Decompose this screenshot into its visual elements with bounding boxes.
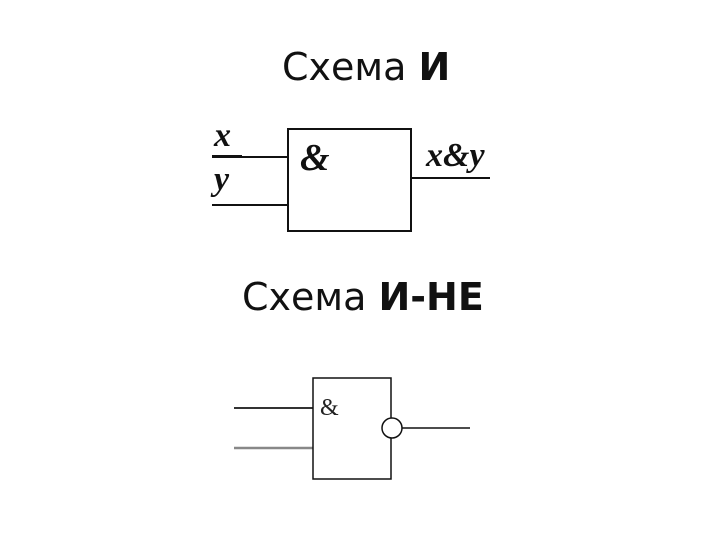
and-output-label: x&y	[425, 137, 485, 174]
nand-gate-title: Схема И-НЕ	[242, 278, 484, 316]
and-input-y-label: y	[210, 161, 230, 198]
nand-inversion-bubble	[381, 417, 403, 439]
nand-gate-title-prefix: Схема	[242, 275, 379, 319]
and-gate-symbol: &	[300, 137, 330, 179]
and-gate-title-name: И	[418, 45, 451, 89]
and-gate-title: Схема И	[282, 48, 450, 86]
nand-gate-title-name: И-НЕ	[378, 275, 484, 319]
and-input-x-label: x	[213, 117, 231, 154]
and-gate-title-prefix: Схема	[282, 45, 419, 89]
nand-gate-box	[312, 377, 392, 480]
and-gate-box	[287, 128, 412, 232]
nand-gate-symbol: &	[320, 395, 339, 421]
